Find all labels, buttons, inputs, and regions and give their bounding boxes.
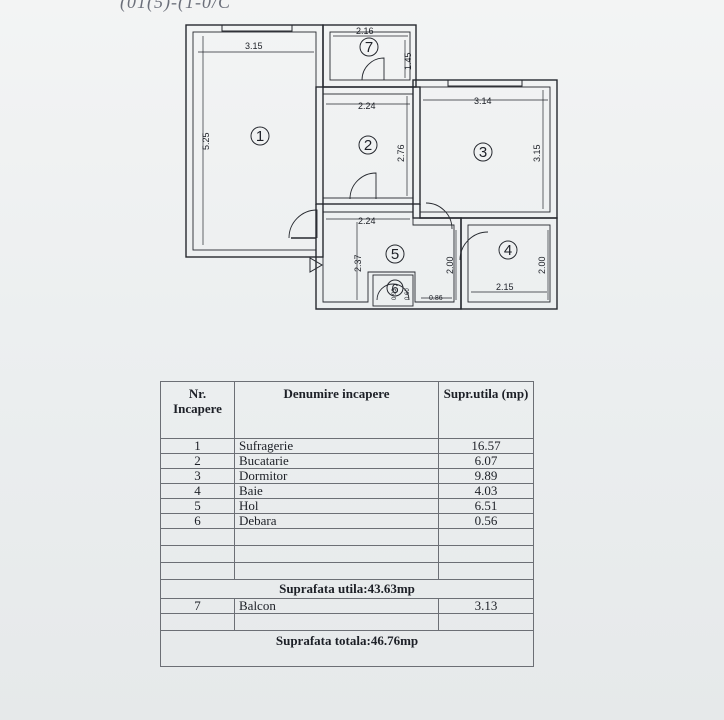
dim-r1-width: 3.15	[245, 41, 263, 51]
room-number-7: 7	[365, 39, 373, 56]
door-room-6	[376, 283, 410, 301]
suprafata-totala-row: Suprafata totala:46.76mp	[160, 630, 534, 667]
room-number-3: 3	[479, 144, 487, 161]
dim-r6-b: 0.60	[405, 288, 411, 300]
header-nr: Nr. Incapere	[160, 381, 235, 439]
row-area: 16.57	[438, 438, 534, 454]
row-name: Hol	[234, 498, 439, 514]
table-row: 1 Sufragerie 16.57	[160, 438, 534, 454]
dim-r2-width: 2.24	[358, 101, 376, 111]
dim-r1-height: 5.25	[201, 132, 211, 150]
header-supr: Supr.utila (mp)	[438, 381, 534, 439]
row-nr: 4	[160, 483, 235, 499]
table-row: 6 Debara 0.56	[160, 513, 534, 529]
window-room-1	[221, 24, 293, 32]
balcon-nr: 7	[160, 598, 235, 614]
empty-row	[160, 528, 534, 546]
row-name: Baie	[234, 483, 439, 499]
dim-r7-width: 2.16	[356, 26, 374, 36]
table-header-row: Nr. Incapere Denumire incapere Supr.util…	[160, 381, 534, 439]
empty-row	[160, 562, 534, 580]
table-row: 3 Dormitor 9.89	[160, 468, 534, 484]
row-area: 6.07	[438, 453, 534, 469]
room-number-4: 4	[504, 242, 512, 259]
suprafata-utila-row: Suprafata utila:43.63mp	[160, 579, 534, 599]
empty-row	[160, 613, 534, 631]
dim-r5-height: 2.37	[353, 254, 363, 272]
window-room-3	[447, 79, 523, 87]
dim-r4-height: 2.00	[537, 256, 547, 274]
suprafata-utila: Suprafata utila:43.63mp	[160, 579, 534, 599]
room-5-outline	[315, 204, 462, 310]
door-room-3	[425, 202, 453, 230]
floor-plan: 3.15 5.25 2.16 1.45 2.24 2.76 3.14 3.15 …	[185, 24, 558, 310]
empty-row	[160, 545, 534, 563]
row-nr: 2	[160, 453, 235, 469]
table-row: 5 Hol 6.51	[160, 498, 534, 514]
handwritten-note: (01(5)-(1-0/C	[120, 0, 231, 12]
room-number-1: 1	[256, 128, 264, 145]
door-room-4	[459, 231, 489, 261]
dim-hall-step: 0.86	[429, 295, 443, 302]
suprafata-totala: Suprafata totala:46.76mp	[160, 630, 534, 667]
dim-r5-width: 2.24	[358, 216, 376, 226]
dim-r7-height: 1.45	[403, 52, 413, 70]
row-nr: 1	[160, 438, 235, 454]
dim-r3-height: 3.15	[532, 144, 542, 162]
dim-r6-a: 0.93	[392, 288, 398, 300]
door-room-7	[361, 57, 385, 81]
row-area: 9.89	[438, 468, 534, 484]
row-area: 4.03	[438, 483, 534, 499]
dim-r2-height: 2.76	[396, 144, 406, 162]
dim-r4-width: 2.15	[496, 282, 514, 292]
door-room-2	[349, 172, 377, 200]
rooms-table: Nr. Incapere Denumire incapere Supr.util…	[160, 381, 534, 667]
row-nr: 3	[160, 468, 235, 484]
row-area: 0.56	[438, 513, 534, 529]
entrance-arrow-icon	[309, 257, 323, 273]
header-denumire: Denumire incapere	[234, 381, 439, 439]
row-name: Bucatarie	[234, 453, 439, 469]
row-area: 6.51	[438, 498, 534, 514]
room-number-6: 6	[391, 281, 398, 296]
room-number-5: 5	[391, 246, 399, 263]
room-number-2: 2	[364, 137, 372, 154]
row-nr: 5	[160, 498, 235, 514]
row-name: Debara	[234, 513, 439, 529]
room-6-outline	[372, 274, 414, 307]
row-name: Dormitor	[234, 468, 439, 484]
dim-r3-width: 3.14	[474, 96, 492, 106]
door-room-1	[288, 209, 318, 239]
dim-hall-door: 2.00	[445, 256, 455, 274]
balcon-name: Balcon	[234, 598, 439, 614]
row-name: Sufragerie	[234, 438, 439, 454]
table-row: 4 Baie 4.03	[160, 483, 534, 499]
balcon-row: 7 Balcon 3.13	[160, 598, 534, 614]
table-row: 2 Bucatarie 6.07	[160, 453, 534, 469]
balcon-area: 3.13	[438, 598, 534, 614]
row-nr: 6	[160, 513, 235, 529]
